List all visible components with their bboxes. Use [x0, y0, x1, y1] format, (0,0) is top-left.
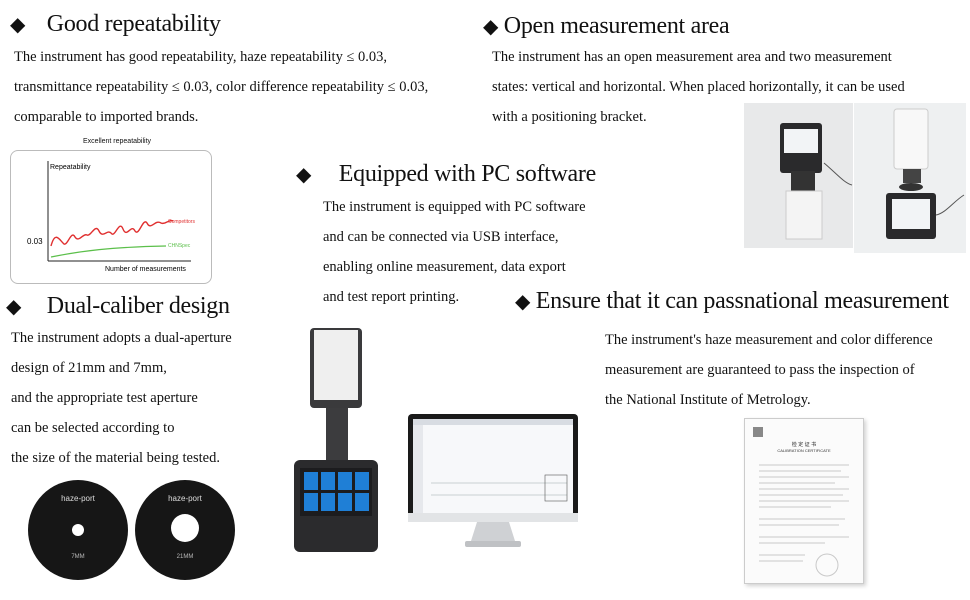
horizontal-instrument-photo: [854, 103, 966, 253]
y-tick-label: 0.03: [27, 237, 43, 246]
chart-svg: Repeatability Number of measurements 0.0…: [27, 161, 195, 273]
certificate-heading: 检 定 证 书: [791, 442, 817, 448]
plate-size-label: 7MM: [71, 554, 85, 560]
x-axis-label: Number of measurements: [105, 266, 186, 273]
instrument-with-touchscreen: [290, 326, 380, 556]
pc-software-heading: ◆ Equipped with PC software: [296, 161, 596, 187]
pc-software-text: The instrument is equipped with PC softw…: [323, 199, 586, 305]
aperture-plate-21mm: haze-port 21MM: [135, 480, 235, 580]
aperture-hole-large: [171, 514, 199, 542]
repeatability-chart: Repeatability Number of measurements 0.0…: [10, 150, 212, 284]
monitor-pc-software: [407, 413, 579, 553]
national-text: The instrument's haze measurement and co…: [605, 332, 933, 408]
certificate-logo-icon: [753, 427, 763, 437]
aperture-plate-7mm: haze-port 7MM: [28, 480, 128, 580]
dual-caliber-heading: ◆ Dual-caliber design: [6, 293, 230, 319]
competitors-series-line: [50, 219, 174, 247]
diamond-bullet-icon: ◆: [483, 14, 499, 38]
vertical-instrument-photo: [744, 103, 853, 248]
diamond-bullet-icon: ◆: [6, 294, 22, 318]
national-heading: ◆ Ensure that it can passnational measur…: [515, 288, 949, 314]
certificate-seal-icon: [815, 553, 839, 577]
repeatability-heading: ◆ Good repeatability: [10, 11, 221, 37]
competitors-legend: Competitors: [168, 219, 195, 225]
certificate-subheading: CALIBRATION CERTIFICATE: [777, 448, 831, 453]
diamond-bullet-icon: ◆: [515, 289, 531, 313]
repeatability-text: The instrument has good repeatability, h…: [14, 49, 429, 125]
calibration-certificate: 检 定 证 书 CALIBRATION CERTIFICATE: [744, 418, 864, 584]
chnspec-legend: CHNSpec: [168, 243, 191, 249]
chart-title: Excellent repeatability: [82, 138, 152, 145]
open-area-heading: ◆ Open measurement area: [483, 13, 730, 39]
chnspec-series-line: [50, 245, 167, 258]
open-area-text: The instrument has an open measurement a…: [492, 49, 905, 125]
diamond-bullet-icon: ◆: [296, 162, 312, 186]
dual-caliber-text: The instrument adopts a dual-aperture de…: [11, 330, 232, 466]
y-axis-label: Repeatability: [50, 164, 91, 171]
plate-brand-label: haze-port: [168, 494, 202, 503]
diamond-bullet-icon: ◆: [10, 12, 26, 36]
plate-size-label: 21MM: [176, 554, 194, 560]
plate-brand-label: haze-port: [61, 494, 95, 503]
aperture-hole-small: [72, 524, 84, 536]
